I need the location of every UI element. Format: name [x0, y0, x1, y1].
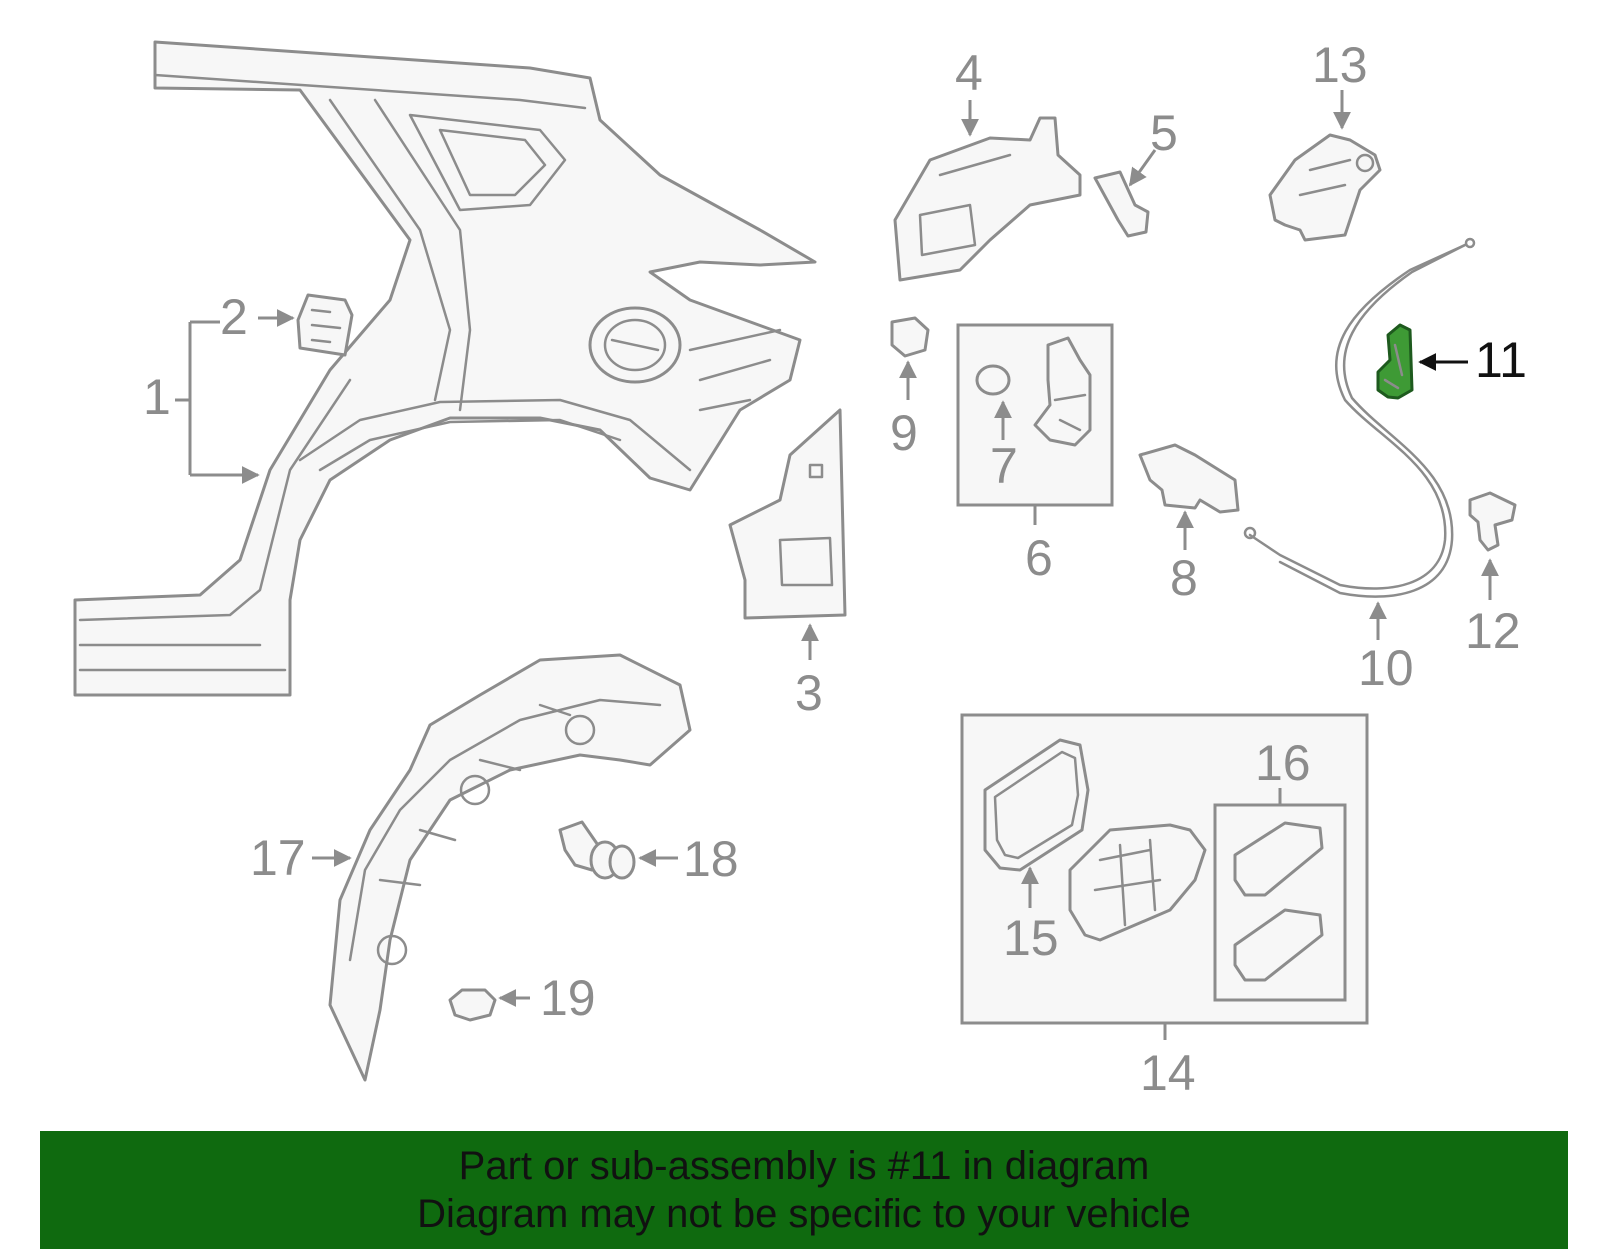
part-10-cable — [1243, 237, 1476, 598]
callout-label-10: 10 — [1358, 640, 1414, 696]
caption-banner: Part or sub-assembly is #11 in diagram D… — [40, 1131, 1568, 1249]
callout-18: 18 — [638, 831, 739, 887]
callout-1: 1 — [143, 320, 258, 475]
callout-label-18: 18 — [683, 831, 739, 887]
callout-label-19: 19 — [540, 970, 596, 1026]
callout-label-16: 16 — [1255, 735, 1311, 791]
part-18-push-pin — [558, 820, 636, 880]
callout-13: 13 — [1312, 37, 1368, 130]
callout-label-4: 4 — [955, 45, 983, 101]
callout-label-3: 3 — [795, 665, 823, 721]
part-13-latch — [1268, 133, 1382, 242]
parts-diagram: 1 2 3 4 5 9 — [73, 37, 1527, 1101]
callout-label-14: 14 — [1140, 1045, 1196, 1101]
callout-4: 4 — [955, 45, 983, 137]
part-4-fuel-door — [893, 116, 1082, 282]
callout-label-6: 6 — [1025, 530, 1053, 586]
callout-label-15: 15 — [1003, 910, 1059, 966]
callout-6: 6 — [1025, 505, 1053, 586]
callout-3: 3 — [795, 623, 823, 721]
part-3-bracket — [728, 408, 847, 620]
callout-label-2: 2 — [220, 289, 248, 345]
callout-label-7: 7 — [990, 438, 1018, 494]
callout-14: 14 — [1140, 1023, 1196, 1101]
callout-label-11: 11 — [1475, 332, 1527, 388]
part-2-plug — [296, 293, 354, 357]
caption-line-1: Part or sub-assembly is #11 in diagram — [458, 1144, 1150, 1188]
part-19-nut — [448, 988, 497, 1022]
callout-12: 12 — [1465, 558, 1521, 659]
part-8-actuator — [1138, 443, 1240, 514]
callout-label-17: 17 — [250, 830, 306, 886]
part-9-nut — [890, 316, 930, 358]
callout-label-13: 13 — [1312, 37, 1368, 93]
callout-2: 2 — [220, 289, 295, 345]
callout-label-12: 12 — [1465, 603, 1521, 659]
part-12-push-clip — [1468, 491, 1517, 552]
callout-label-9: 9 — [890, 405, 918, 461]
callout-label-1: 1 — [143, 369, 171, 425]
callout-19: 19 — [498, 970, 596, 1026]
callout-7: 7 — [990, 400, 1018, 494]
part-5-bolt — [1093, 170, 1150, 238]
part-6-box — [956, 323, 1114, 507]
part-17-wheelhouse-liner — [328, 653, 692, 1082]
caption-line-2: Diagram may not be specific to your vehi… — [417, 1192, 1191, 1236]
callout-11: 11 — [1418, 332, 1527, 388]
callout-15: 15 — [1003, 866, 1059, 966]
part-1-quarter-panel — [73, 40, 817, 697]
callout-5: 5 — [1128, 105, 1178, 187]
callout-16: 16 — [1255, 735, 1311, 805]
callout-17: 17 — [250, 830, 352, 886]
callout-10: 10 — [1358, 601, 1414, 696]
callout-9: 9 — [890, 360, 918, 461]
callout-8: 8 — [1170, 510, 1198, 606]
callout-label-8: 8 — [1170, 550, 1198, 606]
part-11-clip-highlighted[interactable] — [1376, 323, 1414, 400]
